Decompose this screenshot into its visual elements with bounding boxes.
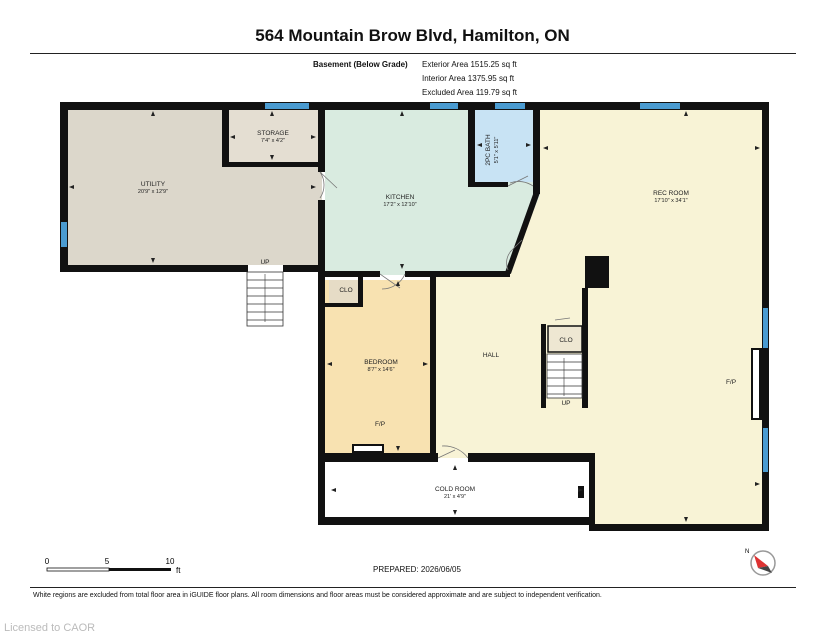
window	[430, 103, 458, 109]
wall	[60, 265, 248, 272]
interior-area: Interior Area 1375.95 sq ft	[422, 74, 515, 83]
wall	[578, 486, 584, 498]
up-hall-label: UP	[561, 400, 570, 407]
fp-rec-label: F/P	[726, 379, 736, 386]
wall	[589, 524, 768, 531]
wall	[318, 110, 325, 172]
clo-bedroom-label: CLO	[339, 287, 352, 294]
bath-fill	[474, 110, 534, 182]
wall	[60, 102, 768, 110]
window	[265, 103, 309, 109]
door	[319, 171, 338, 199]
clo-hall-label: CLO	[559, 337, 572, 344]
wall	[318, 200, 325, 522]
kitchen-dims: 17'2" x 12'10"	[383, 202, 416, 208]
wall	[585, 256, 609, 288]
clo-bedroom-fill	[329, 280, 363, 305]
wall	[222, 162, 320, 167]
storage-dims: 7'4" x 4'2"	[261, 138, 285, 144]
wall	[541, 324, 546, 408]
stairs-utility	[246, 271, 284, 327]
cold-room-label: COLD ROOM	[435, 486, 475, 493]
storage-fill	[228, 110, 320, 162]
window	[763, 308, 768, 348]
wall	[468, 182, 508, 187]
door	[554, 317, 571, 321]
window	[61, 222, 67, 247]
fp-bedroom-label: F/P	[375, 421, 385, 428]
scale-tick-5: 5	[105, 557, 110, 566]
window	[640, 103, 680, 109]
fireplace-rec-inner	[753, 350, 759, 418]
bath-dims: 5'1" x 5'11"	[494, 137, 500, 164]
cold-room-dims: 21' x 4'9"	[444, 494, 466, 500]
wall	[582, 288, 588, 408]
prepared-date: PREPARED: 2026/06/05	[373, 565, 461, 574]
wall	[589, 453, 595, 525]
door	[507, 175, 534, 187]
wall	[318, 453, 438, 462]
window	[495, 103, 525, 109]
scale-unit: ft	[176, 566, 181, 575]
top-divider	[30, 53, 796, 54]
license-watermark: Licensed to CAOR	[4, 622, 96, 634]
wall	[318, 517, 595, 525]
rec-room-label: REC ROOM	[653, 190, 689, 197]
dimension-arrows	[69, 111, 760, 522]
wall	[60, 102, 68, 272]
plan-title: 564 Mountain Brow Blvd, Hamilton, ON	[255, 26, 570, 45]
rec-hall-fill	[435, 110, 762, 524]
wall	[405, 271, 510, 277]
wall	[283, 265, 323, 272]
scale-tick-0: 0	[45, 557, 50, 566]
excluded-area: Excluded Area 119.79 sq ft	[422, 88, 518, 97]
wall	[325, 303, 363, 307]
bedroom-fill	[323, 280, 434, 455]
door	[437, 445, 469, 459]
wall	[505, 190, 540, 275]
hall-label: HALL	[483, 352, 500, 359]
footnote: White regions are excluded from total fl…	[33, 592, 602, 599]
cold-room-fill	[327, 462, 585, 519]
clo-hall-box	[547, 325, 583, 353]
utility-dims: 20'9" x 12'9"	[138, 189, 168, 195]
wall	[533, 110, 540, 194]
wall	[222, 110, 229, 165]
bedroom-dims: 8'7" x 14'6"	[367, 367, 394, 373]
door	[506, 239, 523, 271]
rec-room-dims: 17'10" x 34'1"	[654, 198, 687, 204]
wall	[468, 453, 595, 462]
fireplace-bedroom-inner	[354, 446, 382, 451]
scale-bar	[46, 567, 171, 572]
up-utility-label: UP	[260, 259, 269, 266]
kitchen-label: KITCHEN	[386, 194, 415, 201]
wall	[468, 110, 475, 186]
level-name: Basement (Below Grade)	[313, 60, 408, 69]
wall	[325, 271, 380, 277]
wall	[430, 277, 436, 457]
stairs-hall	[546, 353, 583, 399]
bottom-divider	[30, 587, 796, 588]
utility-label: UTILITY	[141, 181, 166, 188]
wall	[358, 277, 363, 305]
scale-tick-10: 10	[166, 557, 175, 566]
window	[763, 428, 768, 472]
compass-icon	[750, 550, 776, 576]
bedroom-label: BEDROOM	[364, 359, 398, 366]
compass-north: N	[745, 549, 749, 555]
bath-label: 2PC BATH	[485, 134, 492, 166]
exterior-area: Exterior Area 1515.25 sq ft	[422, 60, 517, 69]
storage-label: STORAGE	[257, 130, 289, 137]
